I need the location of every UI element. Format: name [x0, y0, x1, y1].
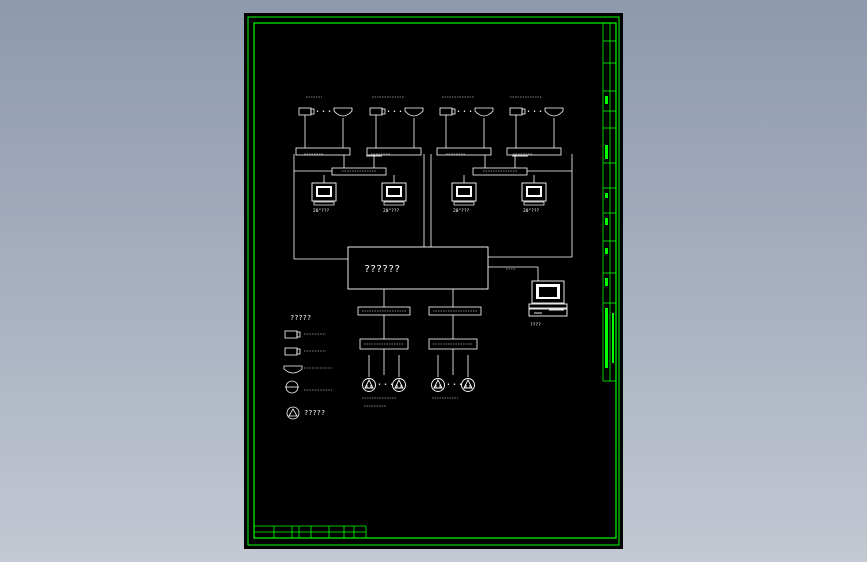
monitor-label: 20"??? [313, 208, 330, 214]
drawing-svg: • • •• • •• • •• • • 20"???20"???20"???2… [247, 16, 620, 546]
monitors: 20"??? 20"??? 20"??? 20"??? [311, 175, 547, 214]
bell-dots: • • • [378, 382, 393, 388]
camera-dots: • • • [316, 109, 331, 115]
drawing-sheet[interactable]: • • •• • •• • •• • • 20"???20"???20"???2… [244, 13, 623, 549]
camera-group: • • • [436, 107, 494, 156]
dome-camera-icon [544, 107, 564, 117]
legend-camera-icon [284, 330, 298, 339]
legend: ????? ????? [283, 314, 332, 420]
legend-last-label: ????? [304, 409, 325, 417]
monitor-label: 20"??? [383, 208, 400, 214]
caption-scribbles [304, 96, 542, 407]
bell-dots: • • • [447, 382, 462, 388]
title-block-bottom [254, 525, 367, 538]
camera-group: • • • [366, 107, 424, 156]
camera-icon [369, 107, 383, 116]
decoder-bars [331, 155, 528, 176]
switch-bars [357, 306, 482, 350]
central-controller: ?????? [347, 246, 489, 290]
camera-dots: • • • [527, 109, 542, 115]
monitor-icon [521, 182, 547, 202]
outer-frame [247, 16, 620, 546]
dome-camera-icon [404, 107, 424, 117]
legend-dome-icon [283, 365, 303, 374]
monitor-label: 20"??? [453, 208, 470, 214]
pc-workstation [528, 280, 568, 317]
bell-icon [362, 378, 376, 392]
bell-icon [431, 378, 445, 392]
monitor: 20"??? [451, 175, 477, 214]
monitor: 20"??? [381, 175, 407, 214]
encoder-bar [506, 147, 562, 156]
alarm-devices: • • • • • • [362, 378, 475, 392]
legend-bell-icon [286, 406, 300, 420]
central-box-label: ?????? [364, 264, 400, 275]
bell-icon [392, 378, 406, 392]
pc-label: ???? [530, 322, 541, 328]
camera-groups: • • • • • • • • • • • • [295, 107, 564, 156]
dome-camera-icon [333, 107, 353, 117]
legend-camera2-icon [284, 347, 298, 356]
bell-icon [461, 378, 475, 392]
encoder-bar [436, 147, 492, 156]
camera-icon [509, 107, 523, 116]
monitor-icon [381, 182, 407, 202]
legend-title: ????? [290, 314, 311, 322]
network-lines [293, 154, 573, 377]
dome-camera-icon [474, 107, 494, 117]
encoder-bar [366, 147, 422, 156]
monitor-icon [311, 182, 337, 202]
camera-dots: • • • [457, 109, 472, 115]
encoder-bar [295, 147, 351, 156]
title-strip-right [602, 23, 616, 382]
title-strip-marks [605, 96, 614, 368]
camera-group: • • • [506, 107, 564, 156]
monitor-label: 20"??? [523, 208, 540, 214]
camera-group: • • • [295, 107, 353, 156]
camera-dots: • • • [387, 109, 402, 115]
camera-icon [298, 107, 312, 116]
monitor: 20"??? [311, 175, 337, 214]
camera-icon [439, 107, 453, 116]
monitor-icon [451, 182, 477, 202]
monitor: 20"??? [521, 175, 547, 214]
inner-frame [253, 22, 617, 539]
